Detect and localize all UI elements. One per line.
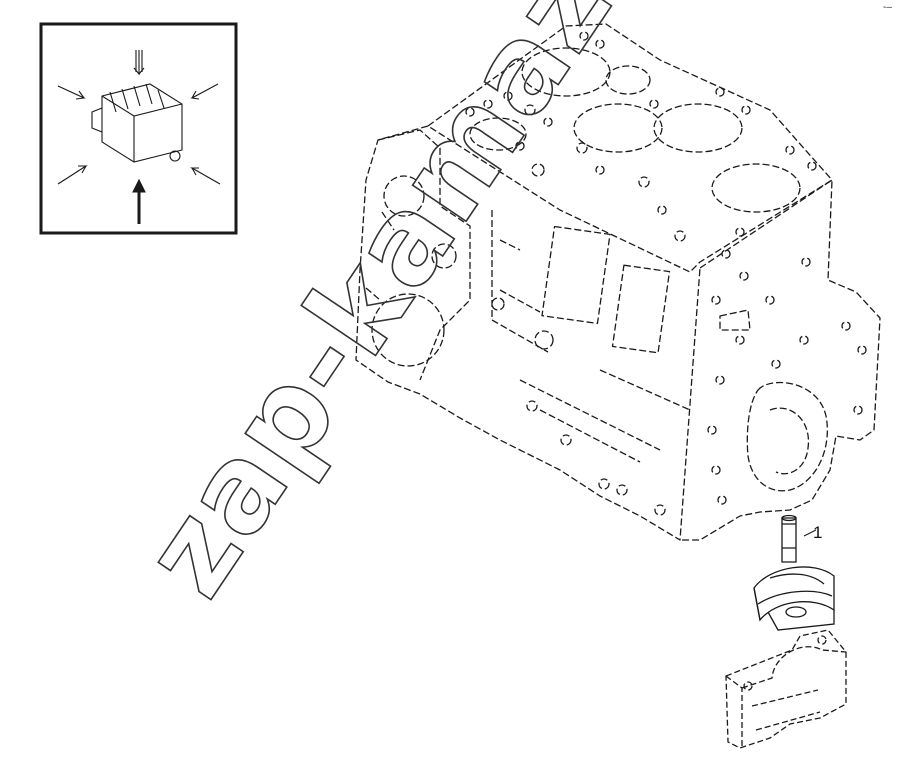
inset-component (91, 83, 183, 163)
main-bearing-bore (746, 381, 828, 492)
arrow-top (133, 50, 145, 76)
block-right-face (680, 179, 881, 541)
callout-leader (803, 529, 817, 537)
bearing-shell (753, 566, 835, 631)
arrows-pointing-to-component-icon (57, 50, 221, 224)
orientation-inset (39, 22, 238, 235)
block-top-deck (427, 23, 833, 273)
block-left-face (355, 125, 701, 541)
arrow-lower-right (189, 167, 221, 185)
callout-1-label: 1 (813, 523, 822, 542)
main-bearing-cap (725, 629, 847, 749)
flange-bore (371, 293, 445, 367)
side-cover-2 (611, 264, 671, 354)
deck-holes (465, 31, 817, 242)
corner-mark: -– (883, 2, 892, 13)
dowel-pin (781, 514, 797, 563)
arrow-lower-left (57, 165, 88, 185)
timing-flange (377, 129, 471, 381)
bore-4 (711, 163, 801, 213)
bore-3 (653, 103, 743, 153)
right-face-holes (707, 249, 867, 505)
arrow-upper-right (190, 83, 219, 100)
arrow-bottom (132, 178, 146, 224)
cylinder-block (355, 23, 881, 541)
arrow-upper-left (57, 85, 86, 100)
bore-2 (573, 103, 663, 153)
side-cover-1 (541, 225, 611, 325)
